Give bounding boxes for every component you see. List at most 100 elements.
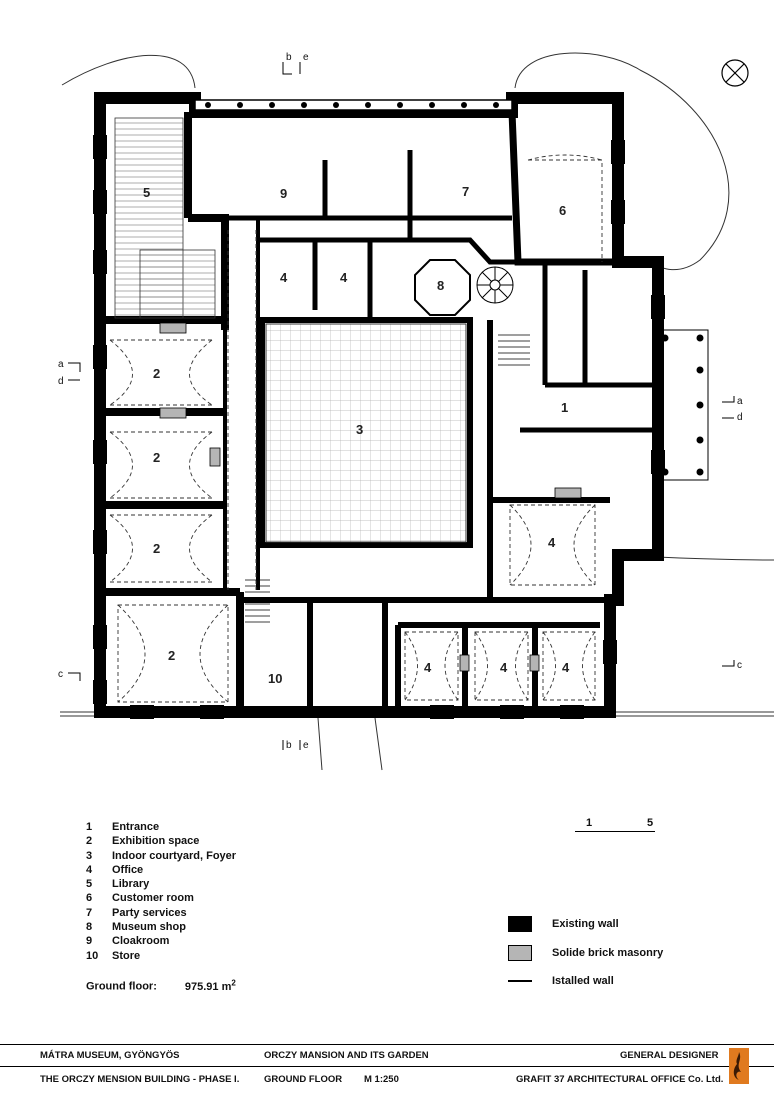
- designer-logo: [729, 1048, 749, 1084]
- room-legend: 1 Entrance 2 Exhibition space 3 Indoor cour…: [86, 820, 236, 963]
- legend-name: Museum shop: [112, 921, 186, 934]
- wall-pillars: [93, 135, 665, 719]
- legend-row: 2 Exhibition space: [86, 834, 236, 848]
- floor-area-value: 975.91 m2: [184, 978, 236, 993]
- footer-client: MÁTRA MUSEUM, GYÖNGYÖS: [40, 1050, 180, 1061]
- room-label-2: 2: [153, 450, 160, 465]
- footer-rule-top: [0, 1044, 774, 1045]
- arcade-columns: [205, 102, 499, 108]
- courtyard-grid: [265, 323, 467, 543]
- legend-name: Party services: [112, 906, 187, 919]
- brick-masonry: [159, 322, 582, 672]
- room-label-3: 3: [356, 422, 363, 437]
- porch: [657, 329, 709, 481]
- floor-area-number: 975.91 m: [184, 980, 232, 993]
- legend-name: Office: [112, 863, 144, 876]
- scale-line: [575, 831, 655, 832]
- library-shelves-lower: [139, 249, 216, 319]
- room-label-4: 4: [500, 660, 508, 675]
- section-marks: [68, 62, 735, 750]
- room-label-6: 6: [559, 203, 566, 218]
- legend-row: 3 Indoor courtyard, Foyer: [86, 849, 236, 863]
- room-label-4: 4: [548, 535, 556, 550]
- section-label-d: d: [737, 412, 743, 423]
- footer-rule-mid: [0, 1066, 774, 1067]
- existing-wall-label: Existing wall: [552, 918, 619, 930]
- vault-lines: [109, 154, 603, 703]
- room-label-4: 4: [562, 660, 570, 675]
- legend-name: Cloakroom: [112, 935, 170, 948]
- legend-number: 3: [86, 849, 93, 862]
- room-label-8: 8: [437, 278, 444, 293]
- section-label-e: e: [303, 740, 309, 751]
- stairs: [245, 334, 530, 623]
- section-label-b: b: [286, 52, 292, 63]
- legend-row: 6 Customer room: [86, 891, 236, 905]
- footer-office: GRAFIT 37 ARCHITECTURAL OFFICE Co. Ltd.: [516, 1074, 724, 1085]
- legend-row: 1 Entrance: [86, 820, 236, 834]
- section-label-b: b: [286, 740, 292, 751]
- legend-name: Indoor courtyard, Foyer: [112, 849, 237, 862]
- section-labels: b e b e a d c a d c: [58, 52, 743, 751]
- legend-name: Customer room: [112, 892, 194, 905]
- section-label-a: a: [58, 359, 64, 370]
- room-label-9: 9: [280, 186, 287, 201]
- footer-designer-label: GENERAL DESIGNER: [620, 1050, 719, 1061]
- legend-number: 4: [86, 863, 93, 876]
- scale-start: 1: [586, 817, 593, 829]
- room-label-4: 4: [340, 270, 348, 285]
- legend-number: 2: [86, 835, 93, 848]
- floor-area-unit-sup: 2: [231, 978, 236, 987]
- brick-swatch: [508, 945, 532, 961]
- scale-end: 5: [647, 817, 654, 829]
- floor-plan: 1 2 2 2 2 3 4 4 4 4 4 4 5 6 7 8 9 10 b e…: [58, 52, 774, 771]
- spiral-stair: [476, 266, 514, 304]
- legend-row: 4 Office: [86, 863, 236, 877]
- wall-legend-installed: Istalled wall: [508, 975, 614, 987]
- section-label-a: a: [737, 396, 743, 407]
- existing-wall-swatch: [508, 916, 532, 932]
- legend-row: 8 Museum shop: [86, 920, 236, 934]
- room-label-5: 5: [143, 185, 150, 200]
- legend-number: 9: [86, 935, 93, 948]
- legend-name: Library: [112, 878, 150, 891]
- legend-number: 6: [86, 892, 93, 905]
- floor-area-label: Ground floor:: [86, 980, 157, 993]
- legend-name: Store: [112, 949, 141, 962]
- legend-number: 8: [86, 921, 93, 934]
- room-label-2: 2: [153, 541, 160, 556]
- section-label-e: e: [303, 52, 309, 63]
- legend-number: 10: [86, 949, 99, 962]
- installed-wall-swatch: [508, 980, 532, 982]
- existing-walls: [94, 92, 664, 718]
- section-label-d: d: [58, 376, 64, 387]
- room-label-4: 4: [424, 660, 432, 675]
- room-label-2: 2: [153, 366, 160, 381]
- brick-label: Solide brick masonry: [552, 947, 664, 959]
- legend-row: 10 Store: [86, 949, 236, 963]
- legend-name: Exhibition space: [112, 835, 200, 848]
- section-label-c: c: [737, 660, 742, 671]
- footer-project: ORCZY MANSION AND ITS GARDEN: [264, 1050, 429, 1061]
- legend-row: 5 Library: [86, 877, 236, 891]
- north-arrow-icon: [721, 59, 749, 87]
- legend-row: 9 Cloakroom: [86, 934, 236, 948]
- footer-building: THE ORCZY MENSION BUILDING - PHASE I.: [40, 1074, 240, 1085]
- footer-floor: GROUND FLOOR: [264, 1074, 343, 1085]
- room-label-2: 2: [168, 648, 175, 663]
- legend-number: 5: [86, 878, 93, 891]
- legend-number: 1: [86, 821, 93, 833]
- scale-bar: 1 5: [575, 817, 655, 835]
- installed-wall-label: Istalled wall: [552, 975, 614, 987]
- room-label-1: 1: [561, 400, 568, 415]
- section-label-c: c: [58, 669, 63, 680]
- wall-legend-existing: Existing wall: [508, 916, 619, 932]
- room-label-10: 10: [268, 671, 282, 686]
- floor-area: Ground floor: 975.91 m2: [86, 978, 236, 993]
- wall-legend-brick: Solide brick masonry: [508, 945, 663, 961]
- room-labels: 1 2 2 2 2 3 4 4 4 4 4 4 5 6 7 8 9 10: [143, 184, 570, 686]
- legend-name: Entrance: [112, 821, 160, 833]
- room-label-7: 7: [462, 184, 469, 199]
- shop-octagon: [414, 259, 471, 316]
